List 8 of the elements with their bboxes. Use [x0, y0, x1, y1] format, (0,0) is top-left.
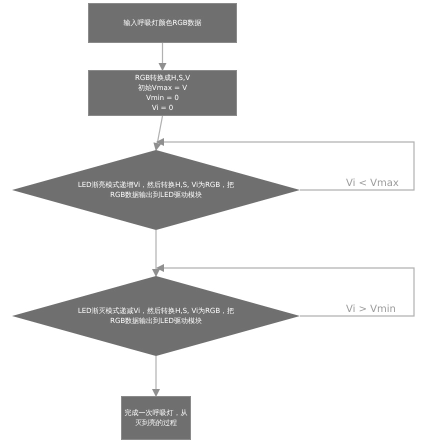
edge-label: Vi < Vmax: [344, 178, 401, 189]
arrow: [156, 264, 415, 317]
arrow: [152, 356, 160, 397]
arrow: [152, 230, 160, 277]
arrow: [158, 43, 166, 71]
arrow: [156, 138, 415, 191]
arrow: [153, 116, 164, 151]
edge-label: Vi > Vmin: [344, 304, 398, 315]
